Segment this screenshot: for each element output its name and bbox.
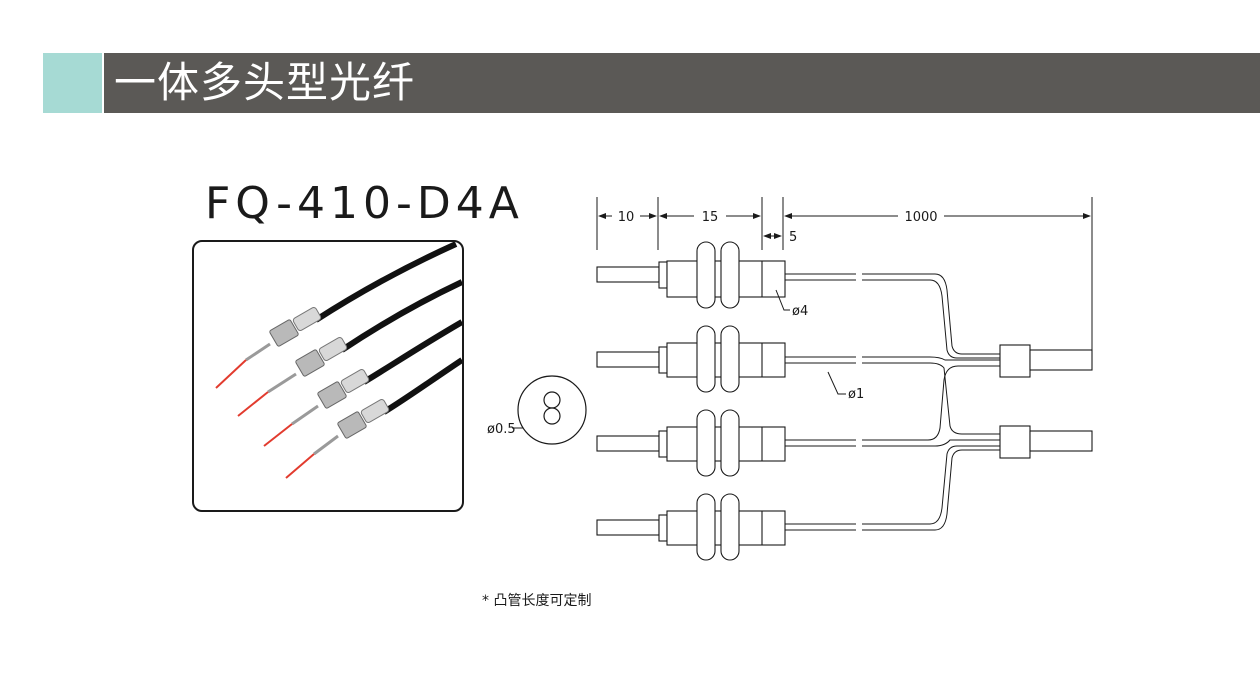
technical-drawing: 10 15 5 1000 bbox=[487, 197, 1093, 561]
combiner-2 bbox=[999, 425, 1031, 459]
combiner-1 bbox=[999, 344, 1031, 378]
fiber-probes-photo-icon bbox=[215, 242, 462, 479]
dim-1000-label: 1000 bbox=[904, 210, 937, 225]
probe-body-1 bbox=[596, 241, 786, 309]
page-title: 一体多头型光纤 bbox=[114, 58, 416, 107]
dia-4-label: ø4 bbox=[792, 304, 808, 319]
header-bar bbox=[104, 53, 1260, 113]
model-number: FQ-410-D4A bbox=[205, 178, 524, 229]
probe-body-2 bbox=[596, 325, 786, 393]
footnote: * 凸管长度可定制 bbox=[482, 593, 592, 609]
output-cable-1 bbox=[1029, 349, 1093, 371]
output-cable-2 bbox=[1029, 430, 1093, 452]
product-photo-frame bbox=[192, 240, 464, 512]
dia-1-label: ø1 bbox=[848, 387, 864, 402]
probe-body-3 bbox=[596, 409, 786, 477]
cross-section bbox=[517, 375, 587, 445]
header-accent bbox=[43, 53, 102, 113]
dim-10-label: 10 bbox=[618, 210, 635, 225]
probe-2 bbox=[237, 279, 462, 417]
dia-0-5-label: ø0.5 bbox=[487, 422, 516, 437]
dim-5-label: 5 bbox=[789, 230, 797, 245]
probe-1 bbox=[215, 242, 458, 389]
dim-15-label: 15 bbox=[702, 210, 719, 225]
probe-3 bbox=[263, 319, 462, 447]
probe-4 bbox=[285, 357, 462, 479]
probe-body-4 bbox=[596, 493, 786, 561]
